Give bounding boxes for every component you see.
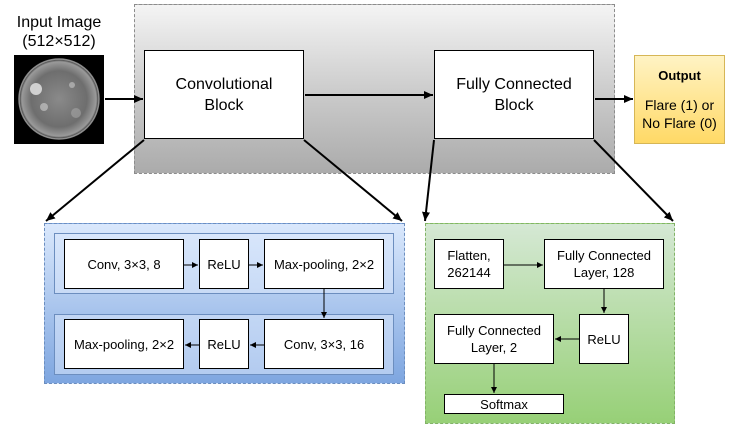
relu-2: ReLU bbox=[199, 319, 249, 369]
max-pooling-1: Max-pooling, 2×2 bbox=[264, 239, 384, 289]
arrow-conv-detail-left bbox=[45, 139, 145, 222]
convolutional-block: Convolutional Block bbox=[144, 50, 304, 139]
fc-layer-2: Fully Connected Layer, 2 bbox=[434, 314, 554, 364]
conv-3x3-16: Conv, 3×3, 16 bbox=[264, 319, 384, 369]
sun-icon bbox=[18, 58, 100, 140]
arrow-fc-detail-left bbox=[422, 139, 435, 222]
fully-connected-block: Fully Connected Block bbox=[434, 50, 594, 139]
solar-image bbox=[14, 55, 104, 144]
fc-layer-128: Fully Connected Layer, 128 bbox=[544, 239, 664, 289]
output-title: Output bbox=[658, 68, 701, 83]
arrow-fc-detail-right bbox=[593, 139, 674, 222]
relu-fc: ReLU bbox=[579, 314, 629, 364]
output-box: Output Flare (1) or No Flare (0) bbox=[634, 55, 725, 144]
softmax: Softmax bbox=[444, 394, 564, 414]
max-pooling-2: Max-pooling, 2×2 bbox=[64, 319, 184, 369]
input-image-label: Input Image (512×512) bbox=[16, 14, 102, 50]
arrow-conv-detail-right bbox=[303, 139, 403, 222]
flatten: Flatten, 262144 bbox=[434, 239, 504, 289]
conv-3x3-8: Conv, 3×3, 8 bbox=[64, 239, 184, 289]
relu-1: ReLU bbox=[199, 239, 249, 289]
output-text: Flare (1) or No Flare (0) bbox=[642, 97, 717, 131]
